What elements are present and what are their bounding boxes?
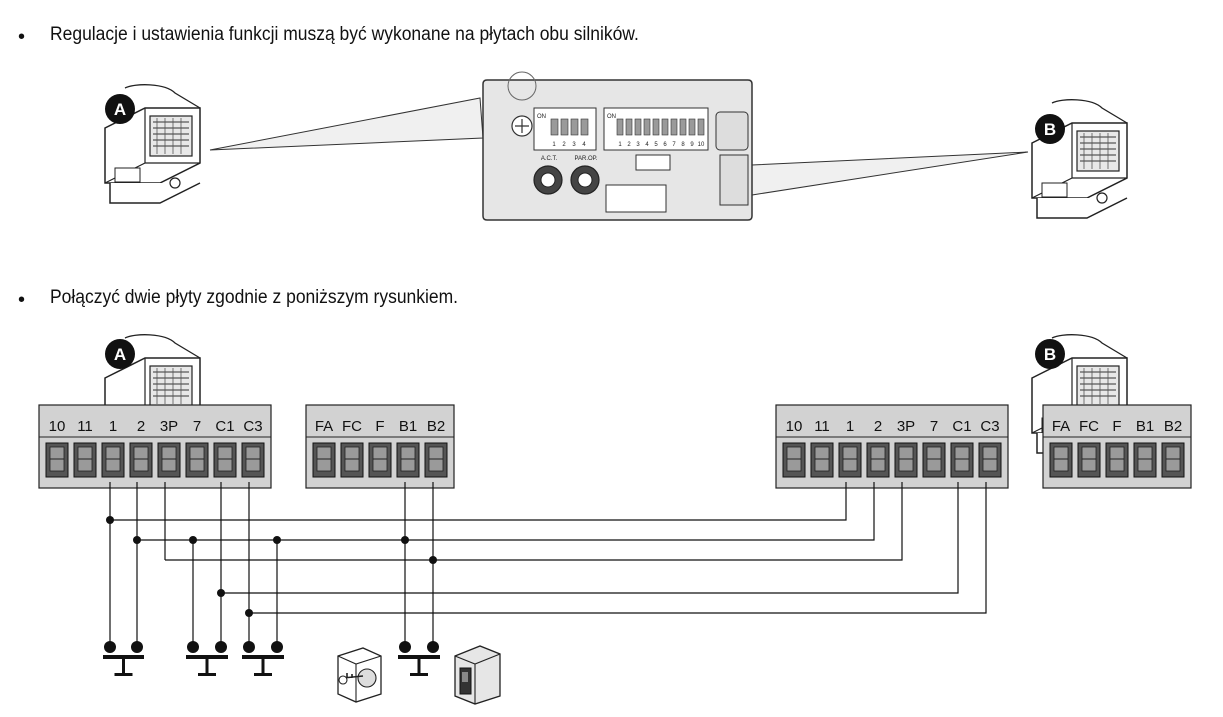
terminal-label: 11 — [77, 418, 93, 435]
terminal-label: 2 — [874, 418, 882, 435]
terminal-label: B2 — [1164, 418, 1182, 435]
dip2-number: 5 — [654, 142, 658, 148]
dip2-key — [688, 118, 696, 136]
terminal-label: F — [375, 418, 384, 435]
badge-a-bottom: A — [105, 339, 135, 369]
terminal-label: B1 — [1136, 418, 1154, 435]
terminal-label: C1 — [215, 418, 234, 435]
svg-text:A: A — [114, 100, 126, 119]
terminal-label: C1 — [952, 418, 971, 435]
dip1-on-label: ON — [537, 114, 546, 120]
dip2-number: 9 — [690, 142, 694, 148]
callout-right — [751, 151, 1029, 196]
dip2-number: 2 — [627, 142, 631, 148]
dip2-number: 6 — [663, 142, 667, 148]
terminal-label: FA — [315, 418, 333, 435]
terminal-label: FC — [1079, 418, 1099, 435]
svg-text:B: B — [1044, 345, 1056, 364]
badge-b-top: B — [1035, 114, 1065, 144]
bus-2 — [137, 482, 875, 541]
dip1-number: 2 — [562, 142, 566, 148]
terminal-block-b-aux: FA FC F B1 B2 — [1042, 404, 1192, 489]
bus-c1 — [221, 482, 959, 594]
bus-1 — [110, 482, 847, 521]
svg-text:A: A — [114, 345, 126, 364]
terminal-label: 10 — [786, 418, 803, 435]
terminal-block-a-aux: FA FC F B1 B2 — [305, 404, 455, 489]
dip2-number: 4 — [645, 142, 649, 148]
key-selector-icon — [337, 647, 382, 703]
dip2-number: 8 — [681, 142, 685, 148]
pushbutton-icon — [186, 641, 228, 676]
dip2-number: 7 — [672, 142, 676, 148]
dip2-number: 1 — [618, 142, 622, 148]
dip2-number: 10 — [698, 142, 705, 148]
terminal-label: 11 — [814, 418, 830, 435]
pushbutton-icon — [103, 641, 144, 676]
terminal-label: 3P — [160, 418, 178, 435]
dip2-key — [634, 118, 642, 136]
terminal-label: 2 — [137, 418, 145, 435]
pot-parop-label: PAR.OP. — [574, 156, 597, 162]
rocker-switch-icon — [454, 645, 501, 705]
terminal-label: FA — [1052, 418, 1070, 435]
terminal-label: C3 — [980, 418, 999, 435]
junction-dots — [106, 516, 437, 617]
pushbutton-icon — [398, 641, 440, 676]
dip1-number: 4 — [582, 142, 586, 148]
dip2-key — [670, 118, 678, 136]
badge-b-bottom: B — [1035, 339, 1065, 369]
dip2-key — [652, 118, 660, 136]
wires — [109, 482, 987, 652]
badge-a-top: A — [105, 94, 135, 124]
callout-left — [209, 97, 484, 151]
terminal-label: B2 — [427, 418, 445, 435]
instruction-line-2: Połączyć dwie płyty zgodnie z poniższym … — [50, 287, 459, 308]
pot-act-label: A.C.T. — [541, 156, 558, 162]
dip2-key — [697, 118, 705, 136]
terminal-label: 7 — [193, 418, 201, 435]
terminal-label: 7 — [930, 418, 938, 435]
terminal-label: 3P — [897, 418, 915, 435]
terminal-label: 1 — [846, 418, 854, 435]
svg-text:B: B — [1044, 120, 1056, 139]
dip2-key — [625, 118, 633, 136]
terminal-label: C3 — [243, 418, 262, 435]
dip2-key — [661, 118, 669, 136]
dip2-on-label: ON — [607, 114, 616, 120]
dip2-key — [679, 118, 687, 136]
instruction-line-1: Regulacje i ustawienia funkcji muszą być… — [50, 24, 639, 45]
bullet-2: • — [18, 289, 26, 311]
terminal-label: 1 — [109, 418, 117, 435]
terminal-label: B1 — [399, 418, 417, 435]
dip2-number: 3 — [636, 142, 640, 148]
terminal-label: FC — [342, 418, 362, 435]
dip2-key — [643, 118, 651, 136]
terminal-label: 10 — [49, 418, 66, 435]
bus-c3 — [249, 482, 987, 614]
dip1-number: 1 — [552, 142, 556, 148]
pushbutton-icon — [242, 641, 284, 676]
dip2-key — [616, 118, 624, 136]
terminal-label: F — [1112, 418, 1121, 435]
bus-3p — [165, 482, 903, 561]
dip1-number: 3 — [572, 142, 576, 148]
bullet-1: • — [18, 26, 26, 48]
